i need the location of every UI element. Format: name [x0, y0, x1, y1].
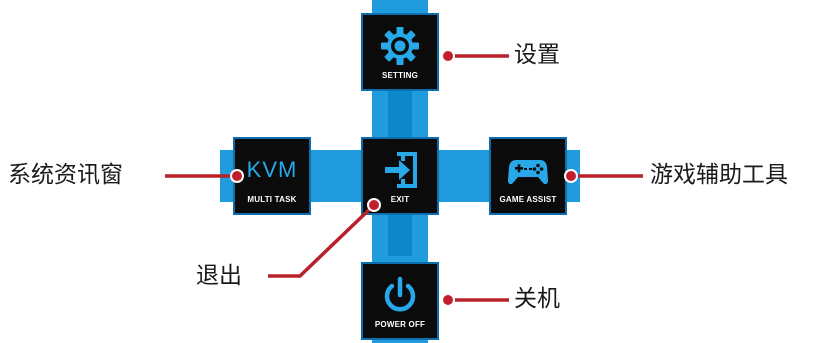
power-off-caption: POWER OFF [374, 319, 426, 329]
kvm-icon-text: KVM [246, 156, 298, 182]
game-assist-tile[interactable]: GAME ASSIST [489, 137, 567, 215]
power-icon [379, 274, 421, 316]
leader-dot-power-off [441, 293, 455, 307]
leader-dot-exit [367, 198, 381, 212]
leader-dot-setting [441, 49, 455, 63]
leader-dot-game-assist [564, 169, 578, 183]
kvm-tile[interactable]: KVM MULTI TASK [233, 137, 311, 215]
power-off-tile[interactable]: POWER OFF [361, 262, 439, 340]
exit-caption: EXIT [390, 194, 410, 204]
leader-dot-kvm [230, 169, 244, 183]
callout-kvm: 系统资讯窗 [8, 162, 123, 188]
game-assist-caption: GAME ASSIST [499, 194, 557, 204]
callout-exit: 退出 [196, 263, 242, 289]
callout-game-assist: 游戏辅助工具 [650, 162, 788, 188]
gear-icon [379, 25, 421, 67]
exit-door-icon [379, 149, 421, 191]
callout-setting: 设置 [514, 42, 560, 68]
setting-caption: SETTING [381, 70, 419, 80]
setting-tile[interactable]: SETTING [361, 13, 439, 91]
leader-line-exit [268, 203, 376, 278]
kvm-caption: MULTI TASK [247, 194, 297, 204]
gamepad-icon [507, 149, 549, 191]
callout-power-off: 关机 [514, 286, 560, 312]
kvm-icon: KVM [247, 149, 297, 191]
exit-tile[interactable]: EXIT [361, 137, 439, 215]
